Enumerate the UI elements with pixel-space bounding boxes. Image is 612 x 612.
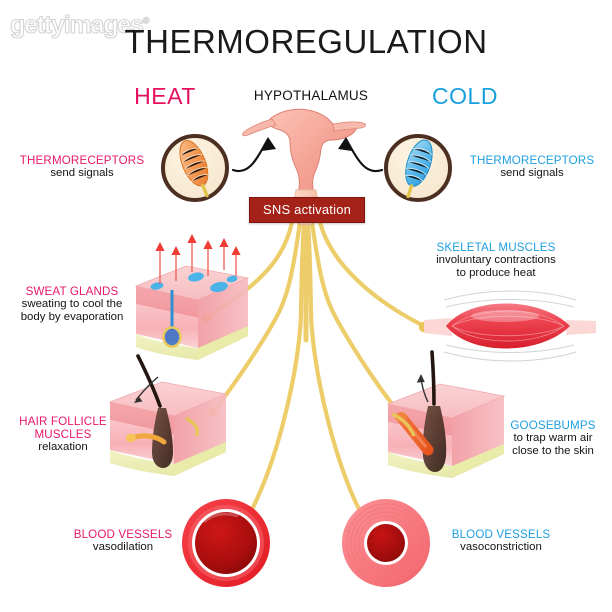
skin-block-sweat-icon <box>134 234 250 360</box>
label-hair-follicle-muscles: HAIR FOLLICLE MUSCLES relaxation <box>2 415 124 454</box>
column-heading-cold: COLD <box>432 83 498 109</box>
vessel-constricted-icon <box>342 499 430 587</box>
label-thermoreceptors-cold: THERMORECEPTORS send signals <box>458 154 606 180</box>
skeletal-muscle-icon <box>424 290 596 362</box>
watermark-text: gettyimages <box>9 10 144 39</box>
afferent-arrowheads <box>262 137 352 151</box>
column-heading-heat: HEAT <box>134 83 196 109</box>
label-skeletal-muscles: SKELETAL MUSCLES involuntary contraction… <box>404 241 588 280</box>
label-heading-line1: HAIR FOLLICLE <box>19 415 107 428</box>
skin-block-hair-relaxed-icon <box>108 354 228 476</box>
sweat-droplets <box>150 272 238 293</box>
label-heading: THERMORECEPTORS <box>469 154 595 167</box>
label-line: send signals <box>500 166 564 179</box>
label-blood-vessels-dilation: BLOOD VESSELS vasodilation <box>62 528 184 554</box>
getty-watermark: gettyimages® <box>9 10 150 40</box>
label-line: vasodilation <box>92 540 154 553</box>
label-heading: GOOSEBUMPS <box>510 419 596 432</box>
sns-activation-badge[interactable]: SNS activation <box>249 197 366 223</box>
label-line: involuntary contractions <box>436 253 556 266</box>
vessel-dilated-icon <box>182 499 270 587</box>
label-blood-vessels-constriction: BLOOD VESSELS vasoconstriction <box>432 528 570 554</box>
watermark-registered-mark: ® <box>142 15 150 26</box>
label-line: send signals <box>50 166 114 179</box>
evaporation-arrows <box>159 240 237 284</box>
label-line: sweating to cool the <box>21 297 123 310</box>
sympathetic-nerve-pathways <box>203 219 427 529</box>
label-heading-line2: MUSCLES <box>34 427 92 441</box>
label-line: to trap warm air <box>513 431 593 444</box>
page-title: THERMOREGULATION <box>124 23 488 60</box>
label-line: close to the skin <box>512 444 594 457</box>
label-line: body by evaporation <box>20 310 124 323</box>
label-heading: SWEAT GLANDS <box>25 285 119 298</box>
label-goosebumps: GOOSEBUMPS to trap warm air close to the… <box>494 419 612 458</box>
hypothalamus-label: HYPOTHALAMUS <box>253 88 369 103</box>
label-heading: BLOOD VESSELS <box>73 528 173 541</box>
label-line: vasoconstriction <box>460 540 542 553</box>
skin-block-goosebump-icon <box>386 350 506 478</box>
label-thermoreceptors-heat: THERMORECEPTORS send signals <box>8 154 156 180</box>
label-heading: SKELETAL MUSCLES <box>436 241 556 254</box>
label-line: to produce heat <box>456 266 536 279</box>
evaporation-arrowheads <box>155 234 241 255</box>
label-line: relaxation <box>38 440 88 453</box>
label-heading: BLOOD VESSELS <box>451 528 551 541</box>
label-heading: THERMORECEPTORS <box>19 154 145 167</box>
thermoreceptor-warm-icon <box>161 134 229 202</box>
label-sweat-glands: SWEAT GLANDS sweating to cool the body b… <box>6 285 138 324</box>
thermoreceptor-cold-icon <box>384 134 452 202</box>
